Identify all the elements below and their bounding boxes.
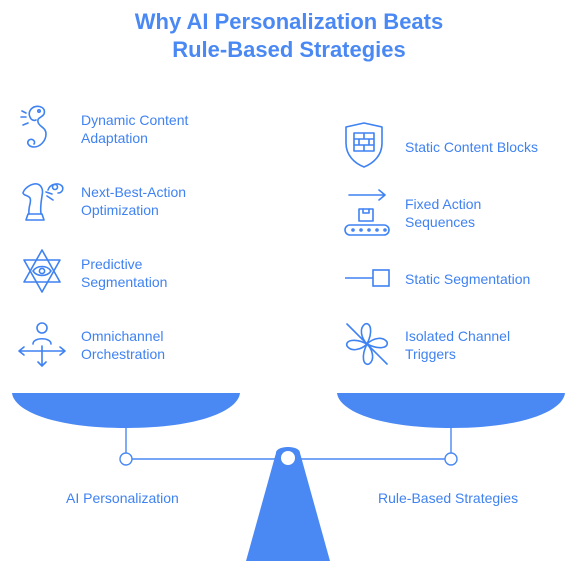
title-line-2: Rule-Based Strategies <box>172 37 406 62</box>
balance-scale <box>12 393 565 561</box>
shield-brick-icon <box>345 122 383 168</box>
ai-personalization-heading: AI Personalization <box>66 490 179 506</box>
right-pan <box>337 393 565 428</box>
line-square-icon <box>345 269 390 287</box>
title-line-1: Why AI Personalization Beats <box>134 9 444 34</box>
left-pan <box>12 393 240 428</box>
page-title: Why AI Personalization Beats Rule-Based … <box>0 8 578 64</box>
static-segmentation-label: Static Segmentation <box>405 271 531 287</box>
chess-knight-icon <box>22 183 64 221</box>
rule-based-heading: Rule-Based Strategies <box>378 490 519 506</box>
person-arrows-icon <box>18 322 66 367</box>
conveyor-arrow-icon <box>344 189 390 236</box>
static-content-label: Static Content Blocks <box>405 139 539 155</box>
seahorse-icon <box>20 105 47 148</box>
crossed-fan-icon <box>345 322 389 366</box>
fulcrum <box>246 447 330 561</box>
star-eye-icon <box>23 249 61 293</box>
